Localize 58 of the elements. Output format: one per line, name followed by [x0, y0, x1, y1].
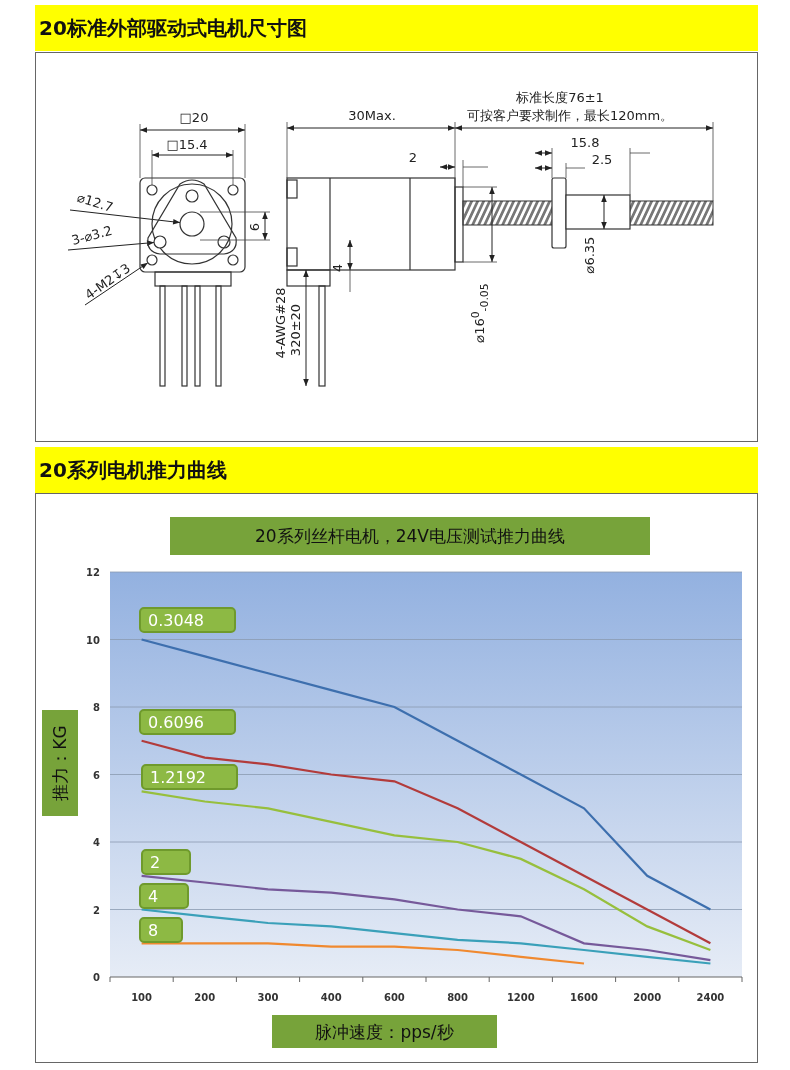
dimension-text: 4	[330, 263, 346, 273]
dimension-text: 可按客户要求制作，最长120mm。	[466, 108, 674, 124]
axis-tick-label: 400	[320, 992, 342, 1003]
dimension-text: 6	[247, 222, 263, 232]
series-label: 8	[148, 921, 159, 940]
x-axis-title: 脉冲速度：pps/秒	[315, 1021, 454, 1042]
series-label: 0.3048	[139, 607, 236, 633]
axis-tick-label: 8	[93, 702, 100, 713]
dimension-text: 15.8	[570, 135, 600, 151]
axis-tick-label: 2	[93, 904, 100, 916]
series-label: 1.2192	[141, 764, 238, 790]
axis-tick-label: 2000	[633, 992, 662, 1003]
chart-title: 20系列丝杆电机，24V电压测试推力曲线	[170, 517, 650, 555]
axis-tick-label: 4	[93, 837, 100, 848]
axis-tick-label: 800	[447, 992, 469, 1003]
shaft-boss	[179, 211, 205, 237]
axis-tick-label: 10	[86, 634, 100, 646]
series-label: 2	[150, 853, 161, 872]
dimension-text: 30Max.	[348, 108, 396, 124]
callout-text: 3-⌀3.2	[70, 223, 114, 249]
axis-tick-label: 1600	[570, 992, 598, 1003]
series-label: 4	[139, 883, 189, 909]
mounting-hole	[146, 254, 158, 266]
section-heading: 20标准外部驱动式电机尺寸图	[35, 5, 758, 51]
y-axis-title: 推力：KG	[42, 710, 78, 816]
mounting-hole	[153, 235, 167, 249]
axis-tick-label: 6	[93, 769, 100, 781]
axis-tick-label: 1200	[506, 992, 535, 1003]
series-label: 0.3048	[148, 611, 204, 630]
axis-tick-label: 300	[257, 992, 279, 1003]
dimension-text: 标准长度76±1	[516, 90, 604, 106]
leader-line	[69, 209, 181, 225]
series-label: 8	[139, 917, 183, 943]
axis-tick-label: 100	[131, 992, 153, 1003]
dimension-text: 2.5	[591, 152, 613, 168]
series-label: 0.6096	[139, 709, 236, 735]
series-label: 4	[148, 887, 159, 906]
dimension-text: 4-AWG#28	[273, 287, 289, 359]
axis-tick-label: 200	[194, 992, 216, 1003]
axis-tick-label: 12	[86, 567, 100, 578]
dimension-text: □15.4	[166, 137, 208, 153]
leader-line	[67, 240, 155, 251]
chart-title: 20系列丝杆电机，24V电压测试推力曲线	[255, 526, 565, 546]
leader-line	[84, 262, 149, 306]
series-label: 2	[141, 849, 191, 875]
dimension-text: 320±20	[288, 303, 304, 357]
dimension-text: ⌀6.35	[582, 236, 598, 274]
axis-tick-label: 600	[383, 992, 405, 1003]
series-label: 1.2192	[150, 768, 206, 787]
y-axis-title: 推力：KG	[50, 725, 70, 801]
axis-tick-label: 0	[93, 972, 100, 983]
x-axis-title: 脉冲速度：pps/秒	[272, 1015, 497, 1048]
section-heading: 20系列电机推力曲线	[35, 447, 758, 493]
dimension-text: 2	[408, 150, 418, 166]
axis-tick-label: 2400	[696, 992, 725, 1003]
callout-text: ⌀12.7	[75, 190, 115, 216]
dimension-text: □20	[179, 110, 209, 126]
series-label: 0.6096	[148, 713, 204, 732]
